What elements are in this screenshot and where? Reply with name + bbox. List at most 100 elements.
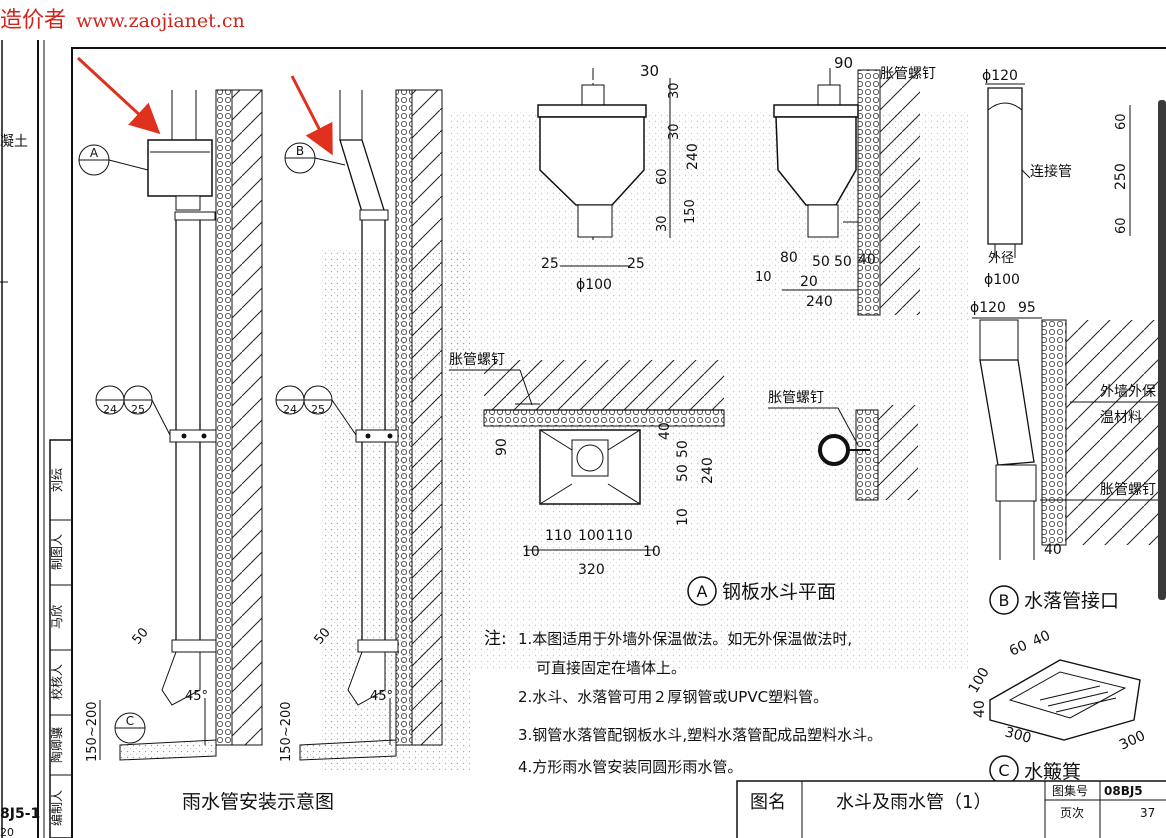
section-mark-b-2-label: 25 — [311, 403, 325, 416]
side-dim-4: 50 — [834, 254, 852, 270]
height-dim-b: 150~200 — [279, 701, 294, 762]
signer-6: 编制人 — [49, 790, 64, 826]
side-top-dim: 90 — [834, 54, 853, 72]
connector-label: 连接管 — [1030, 163, 1072, 180]
hopper-a — [147, 139, 213, 197]
plan-right-dim-5: 10 — [675, 508, 691, 526]
elevation-a — [99, 89, 263, 761]
front-bottom-dim-2: 25 — [627, 256, 645, 272]
signer-3: 马欣 — [50, 605, 64, 629]
watermark: 造价者 www.zaojianet.cn — [0, 2, 245, 34]
splash-dim-2: 40 — [1030, 628, 1053, 650]
sheet-sub: 20 — [0, 826, 14, 838]
note-line-1: 1.本图适用于外墙外保温做法。如无外保温做法时, — [518, 630, 852, 648]
outlet-insulation-2: 温材料 — [1100, 410, 1142, 426]
front-dim-1: 30 — [640, 62, 659, 80]
callout-b-letter: B — [296, 144, 304, 158]
note-line-2: 可直接固定在墙体上。 — [536, 659, 686, 677]
callout-c-letter: C — [126, 714, 134, 728]
splash-dim-1: 60 — [1007, 638, 1030, 660]
title-atlas-label: 图集号 — [1052, 783, 1088, 798]
left-margin: 凝土 8J5-1 20 — [0, 40, 45, 838]
side-dim-3: 50 — [812, 254, 830, 270]
elevation-b — [299, 89, 443, 761]
front-pipe-dia: ϕ100 — [576, 277, 612, 293]
outlet-title-letter: B — [999, 591, 1010, 610]
red-arrow-b — [290, 75, 333, 156]
side-dim-7: 240 — [806, 294, 833, 310]
connector-dim-2: 250 — [1113, 163, 1129, 190]
plan-bottom-dim-4: 110 — [606, 528, 633, 544]
hopper-front: 30 30 30 240 60 30 150 25 25 ϕ100 — [537, 62, 701, 293]
connector-outer-label: 外径 — [988, 251, 1014, 266]
hopper-plan: 胀管螺钉 90 40 50 50 240 10 10 110 100 110 1… — [449, 352, 836, 606]
side-dim-5: 40 — [858, 252, 876, 268]
elevation-a-labels: A 24 25 45° 50 150~200 C — [78, 144, 208, 762]
plan-bottom-dim-6: 320 — [578, 562, 605, 578]
clip-pipe — [818, 434, 850, 466]
title-atlas-value: 08BJ5 — [1104, 784, 1143, 798]
front-dim-6: 30 — [655, 215, 670, 232]
clip-nail-label: 胀管螺钉 — [768, 390, 824, 406]
dotted-screen-1 — [320, 250, 470, 770]
offset-pipe-b — [339, 139, 385, 213]
front-bottom-dim-1: 25 — [541, 256, 559, 272]
signer-1: 刘纭 — [50, 468, 64, 492]
outlet-title: 水落管接口 — [1024, 590, 1119, 612]
plan-bottom-dim-5: 10 — [643, 544, 661, 560]
hopper-side: 90 胀管螺钉 10 80 50 50 40 20 240 — [755, 54, 936, 316]
plan-title: 钢板水斗平面 — [722, 581, 836, 603]
plan-nail-label: 胀管螺钉 — [449, 352, 505, 368]
watermark-site-name: 造价者 — [0, 8, 67, 33]
section-mark-b-1-label: 24 — [283, 403, 297, 416]
outlet-title-circle — [989, 585, 1019, 615]
red-arrow-a — [76, 56, 161, 135]
notes: 注: 1.本图适用于外墙外保温做法。如无外保温做法时, 可直接固定在墙体上。 2… — [484, 629, 882, 776]
section-mark-a-2-label: 25 — [131, 403, 145, 416]
signer-4: 校核人 — [49, 664, 64, 700]
signer-5: 陶卿骧 — [49, 727, 64, 763]
outlet-detail: ϕ120 95 外墙外保 温材料 胀管螺钉 40 B 水落管接口 — [970, 300, 1158, 615]
plan-title-letter: A — [697, 582, 708, 601]
title-name: 水斗及雨水管（1） — [836, 792, 991, 813]
front-dim-7: 150 — [683, 199, 698, 224]
title-block: 图名 水斗及雨水管（1） 图集号 08BJ5 页次 37 — [736, 780, 1166, 838]
front-dim-5: 60 — [655, 168, 670, 185]
outlet-top-dim-1: ϕ120 — [970, 300, 1006, 316]
plan-right-dim-2: 50 — [675, 440, 691, 458]
side-dim-6: 20 — [800, 274, 818, 290]
side-nail-label: 胀管螺钉 — [880, 66, 936, 82]
sheet-code: 8J5-1 — [0, 806, 40, 822]
height-dim-a: 150~200 — [85, 701, 100, 762]
connector-dim-1: 60 — [1114, 113, 1129, 130]
title-page-label: 页次 — [1060, 806, 1084, 820]
plan-right-dim-4: 240 — [700, 457, 716, 484]
angle-a: 45° — [185, 689, 208, 704]
callout-a-letter: A — [90, 146, 99, 160]
title-name-label: 图名 — [750, 792, 786, 813]
plan-right-dim-3: 50 — [675, 464, 691, 482]
splash-title-letter: C — [998, 761, 1009, 780]
pipe-clip: 胀管螺钉 — [768, 390, 918, 501]
note-line-5: 4.方形雨水管安装同圆形雨水管。 — [518, 758, 742, 776]
splash-dim-4: 40 — [972, 700, 988, 718]
drawing-frame — [71, 47, 1166, 838]
notes-heading: 注: — [484, 629, 507, 649]
viewer-scrollbar[interactable] — [1158, 100, 1166, 600]
outlet-top-dim-2: 95 — [1018, 300, 1036, 316]
note-line-4: 3.钢管水落管配钢板水斗,塑料水落管配成品塑料水斗。 — [518, 726, 882, 744]
angle-b: 45° — [370, 689, 393, 704]
margin-fragment-text: 凝土 — [0, 134, 28, 150]
connector-outer-value: ϕ100 — [984, 272, 1020, 288]
elevation-caption: 雨水管安装示意图 — [182, 791, 334, 813]
outlet-insulation-1: 外墙外保 — [1100, 384, 1156, 400]
plan-bottom-dim-1: 10 — [522, 544, 540, 560]
plan-title-circle — [687, 576, 717, 606]
side-dim-2: 80 — [780, 250, 798, 266]
watermark-url: www.zaojianet.cn — [76, 10, 245, 32]
outlet-bottom-dim: 40 — [1044, 542, 1062, 558]
splash-dim-5: 300 — [1003, 724, 1033, 746]
splash-block: 60 40 100 40 300 300 C 水簸箕 — [966, 628, 1148, 785]
front-dim-2: 30 — [667, 82, 682, 99]
